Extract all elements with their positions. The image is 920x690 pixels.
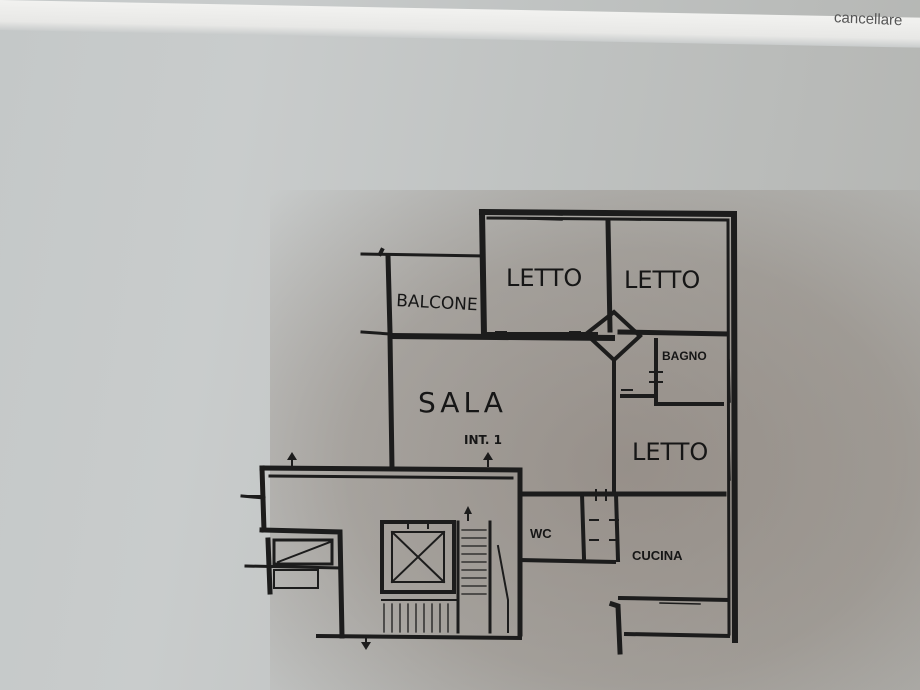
room-label-letto-1: LETTO xyxy=(506,264,582,292)
room-label-cucina: CUCINA xyxy=(632,548,683,563)
room-label-letto-2: LETTO xyxy=(624,266,700,294)
room-label-wc: WC xyxy=(530,526,552,541)
room-label-balcone: BALCONE xyxy=(396,291,478,315)
unit-number-label: INT. 1 xyxy=(464,433,502,447)
lift-shaft xyxy=(380,520,456,594)
windows xyxy=(527,213,736,605)
entry-marks xyxy=(245,452,493,650)
room-label-sala: SALA xyxy=(418,386,507,419)
service-block xyxy=(272,538,334,589)
photo-shadow xyxy=(270,190,920,690)
room-label-letto-3: LETTO xyxy=(632,438,708,466)
door-jambs xyxy=(495,331,663,541)
room-label-bagno: BAGNO xyxy=(662,349,707,363)
staircase xyxy=(381,506,509,634)
interior-walls xyxy=(486,219,729,565)
